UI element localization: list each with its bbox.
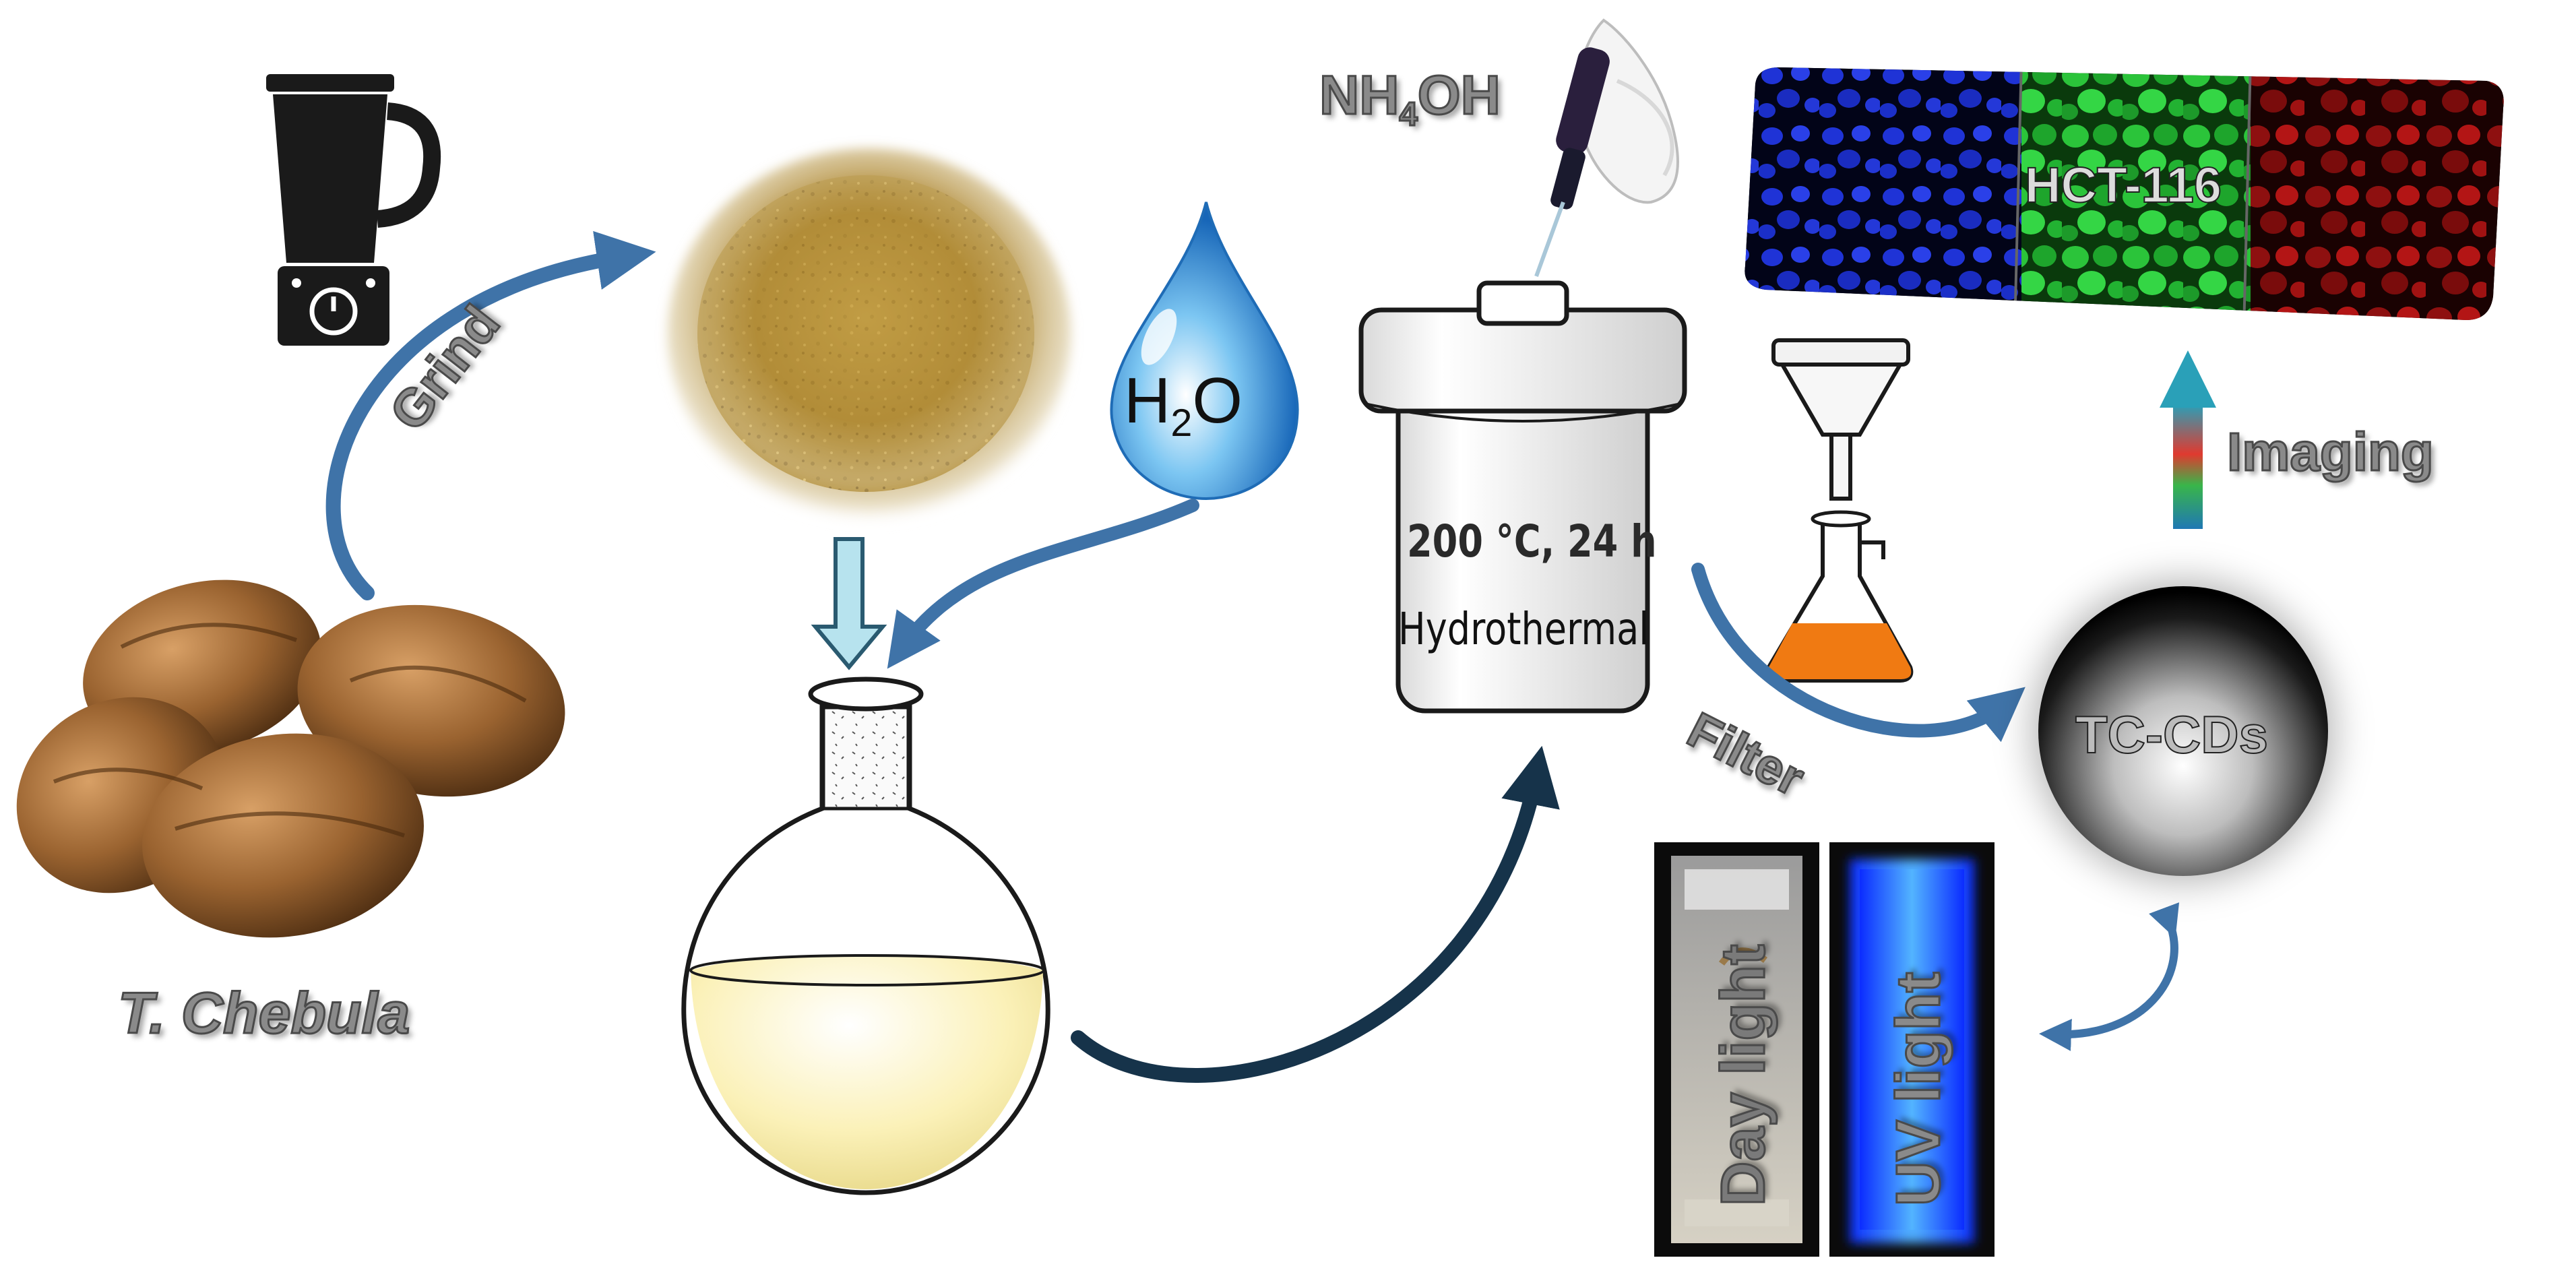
reagent-subscript: 4	[1399, 96, 1417, 133]
sphere-to-cuvette-arrow	[2055, 923, 2174, 1034]
imaging-arrow	[2160, 350, 2216, 529]
water-drop-icon	[1111, 202, 1297, 499]
reagent-oh: OH	[1418, 65, 1501, 126]
uv-light-label: UV light	[1883, 972, 1954, 1206]
species-label: T. Chebula	[118, 980, 410, 1047]
water-h: H	[1124, 365, 1170, 437]
reagent-label: NH4OH	[1319, 64, 1501, 133]
method-label: Hydrothermal	[1398, 603, 1649, 655]
powder-to-flask-arrow	[815, 539, 883, 667]
imaging-label: Imaging	[2227, 421, 2434, 483]
water-to-flask-arrow	[903, 505, 1193, 647]
water-subscript: 2	[1170, 402, 1192, 445]
red-channel	[2251, 61, 2507, 330]
round-bottom-flask-icon	[684, 679, 1048, 1193]
condition-label: 200 °C, 24 h	[1407, 515, 1657, 567]
blender-icon	[266, 74, 432, 346]
water-o: O	[1192, 365, 1243, 437]
reagent-nh: NH	[1319, 65, 1399, 126]
cell-line-label: HCT-116	[2025, 156, 2222, 214]
dapi-channel	[1738, 61, 2021, 330]
erlenmeyer-flask-icon	[1768, 512, 1912, 681]
product-label: TC-CDs	[2075, 704, 2268, 765]
fruit-image	[0, 555, 580, 955]
water-formula: H2O	[1124, 364, 1243, 445]
powder-image	[667, 148, 1071, 526]
flask-to-autoclave-arrow	[1078, 775, 1536, 1075]
funnel-icon	[1773, 340, 1908, 499]
pipette-icon	[1536, 20, 1678, 276]
day-light-label: Day light	[1708, 945, 1779, 1206]
